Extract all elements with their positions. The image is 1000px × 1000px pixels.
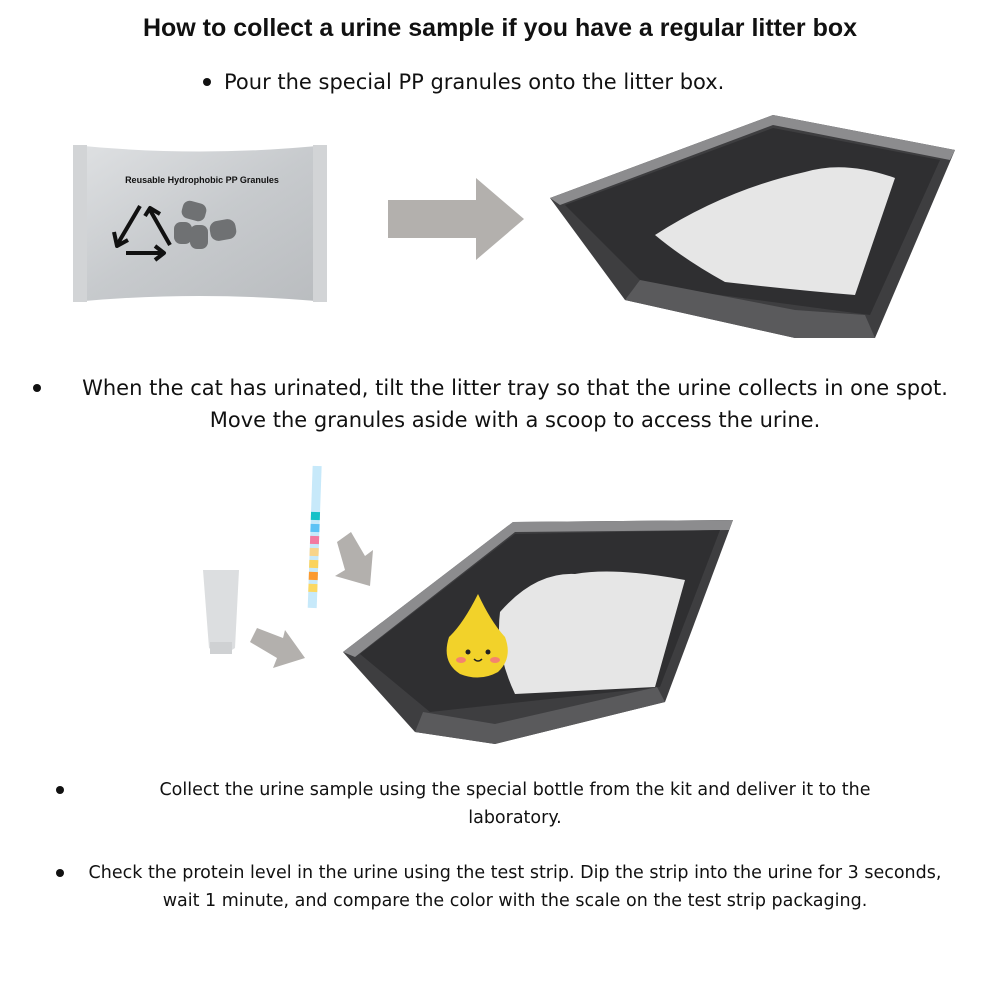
granules-package-image: Reusable Hydrophobic PP Granules — [73, 145, 327, 302]
step-1-text: Pour the special PP granules onto the li… — [224, 70, 725, 94]
arrow-down-right-icon — [335, 532, 373, 586]
litter-box-image — [343, 520, 733, 744]
granules-icon — [174, 200, 237, 249]
page-title: How to collect a urine sample if you hav… — [142, 14, 858, 42]
strip-pad — [309, 547, 319, 557]
bullet — [203, 78, 211, 86]
bullet — [56, 869, 64, 877]
strip-pad — [310, 523, 320, 533]
strip-pad — [308, 571, 318, 581]
step-3-text: Collect the urine sample using the speci… — [159, 780, 871, 828]
bullet — [33, 384, 41, 392]
urine-drop-icon — [446, 594, 508, 678]
strip-pad — [310, 511, 321, 521]
package-label: Reusable Hydrophobic PP Granules — [125, 175, 279, 185]
strip-pad — [309, 535, 320, 545]
recycle-icon — [112, 204, 172, 262]
strip-pad — [309, 559, 319, 569]
step-4-text: Check the protein level in the urine usi… — [88, 863, 942, 911]
collection-illustration — [203, 465, 733, 744]
bullet — [56, 786, 64, 794]
sample-tube-image — [203, 570, 239, 654]
litter-box-image — [550, 115, 955, 338]
strip-pad — [308, 583, 318, 593]
step-2-text: When the cat has urinated, tilt the litt… — [82, 376, 948, 432]
arrow-right-icon — [388, 178, 524, 260]
arrow-down-right-icon — [250, 628, 305, 668]
test-strip-image — [307, 465, 322, 609]
